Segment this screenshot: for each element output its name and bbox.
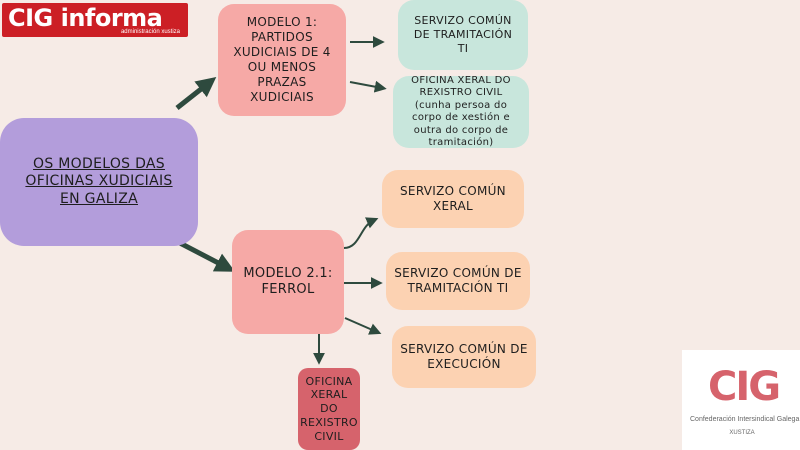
modelo2-execucion-node: Servizo común de execución [392,326,536,388]
cig-xustiza-logo: CIG Confederación Intersindical Galega X… [682,350,800,450]
modelo2-execucion-label: Servizo común de execución [400,342,528,371]
modelo1-oficina-label: Oficina xeral do rexistro civil [411,74,511,99]
arrow-root-modelo2 [176,239,236,272]
modelo1-oficina-note: (cunha persoa do corpo de xestión e outr… [412,99,510,149]
modelo2-node: Modelo 2.1: Ferrol [232,230,344,334]
modelo1-label: Modelo 1: partidos xudiciais de 4 ou men… [233,15,331,104]
logo-sub-text: administración xustiza [120,29,180,35]
modelo2-rexistro-label: Oficina xeral do rexistro civil [300,374,358,443]
cig-mark: CIG [708,364,781,410]
modelo2-tramitacion-label: Servizo común de tramitación TI [394,266,522,295]
modelo1-servizo-ti-label: Servizo común de tramitación TI [413,14,513,55]
cig-informa-logo: CIG informa administración xustiza [2,3,188,37]
logo-main-text: CIG informa [8,4,163,32]
arrow-modelo2-xeral [343,217,379,249]
cig-name: Confederación Intersindical Galega [690,416,800,423]
arrow-root-modelo1 [175,77,217,110]
root-node: Os modelos das oficinas xudiciais en Gal… [0,118,198,246]
modelo1-servizo-ti-node: Servizo común de tramitación TI [398,0,528,70]
modelo2-label: Modelo 2.1: Ferrol [243,265,333,297]
modelo2-xeral-node: Servizo común xeral [382,170,524,228]
modelo1-node: Modelo 1: partidos xudiciais de 4 ou men… [218,4,346,116]
modelo2-rexistro-node: Oficina xeral do rexistro civil [298,368,360,450]
modelo1-oficina-node: Oficina xeral do rexistro civil (cunha p… [393,74,529,149]
cig-sub: XUSTIZA [729,430,755,436]
arrow-modelo1-oficina [349,80,387,93]
arrow-modelo2-execucion [344,317,382,335]
modelo2-xeral-label: Servizo común xeral [400,184,506,213]
modelo2-tramitacion-node: Servizo común de tramitación TI [386,252,530,310]
root-label: Os modelos das oficinas xudiciais en Gal… [25,155,173,207]
